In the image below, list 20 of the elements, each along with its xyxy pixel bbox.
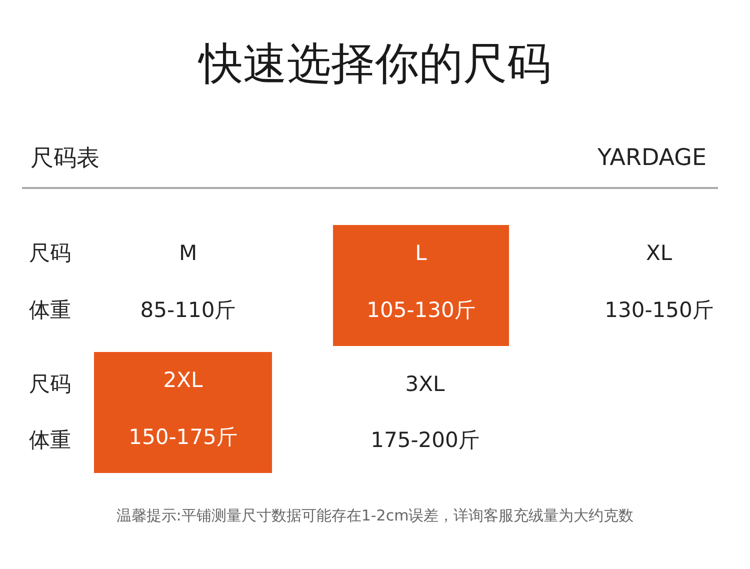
row-header: 尺码 (29, 240, 71, 267)
size-text: XL (646, 241, 672, 265)
highlight-cell (94, 352, 272, 473)
row-header: 尺码 (29, 371, 71, 398)
footnote: 温馨提示:平铺测量尺寸数据可能存在1-2cm误差，详询客服充绒量为大约克数 (116, 506, 634, 526)
size-text: M (178, 241, 198, 265)
row-header: 体重 (29, 427, 71, 454)
size-text: L (415, 241, 427, 265)
row-header: 体重 (29, 297, 71, 324)
weight-text: 130-150斤 (604, 297, 714, 324)
table-heading-english: YARDAGE (598, 145, 706, 171)
size-text: 2XL (163, 368, 203, 392)
highlight-cell (333, 225, 509, 346)
table-heading: 尺码表 (30, 144, 100, 174)
weight-text: 150-175斤 (128, 424, 238, 451)
weight-text: 85-110斤 (140, 297, 236, 324)
size-text: 3XL (405, 372, 445, 396)
weight-text: 105-130斤 (366, 297, 476, 324)
title: 快速选择你的尺码 (199, 38, 551, 92)
weight-text: 175-200斤 (370, 427, 480, 454)
